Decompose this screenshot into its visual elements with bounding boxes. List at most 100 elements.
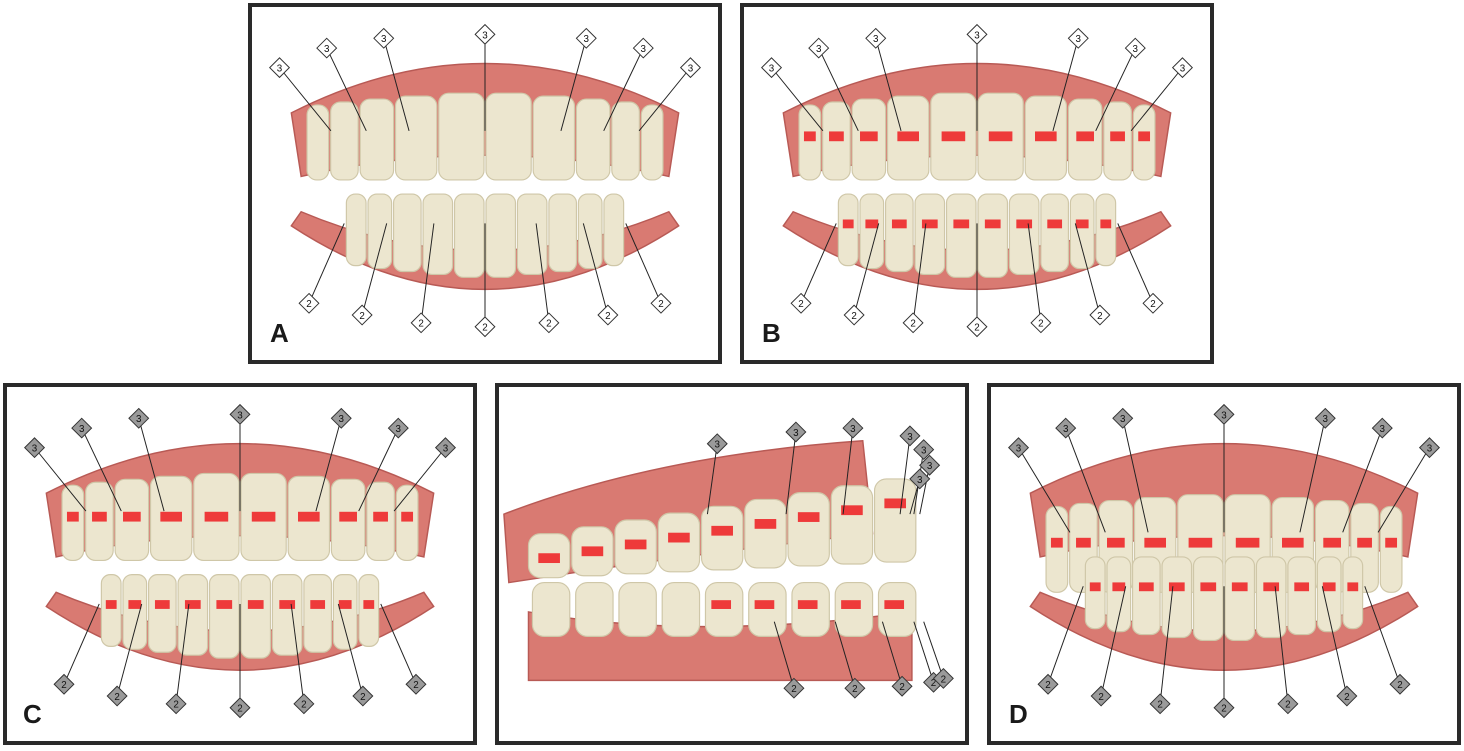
marker-diamond (932, 667, 954, 689)
upper-marker: 3 (1213, 403, 1235, 533)
marker-leader-line (175, 603, 190, 704)
lower-tooth (1008, 193, 1040, 275)
lower-tooth (1084, 556, 1106, 630)
marker-leader-line (1065, 427, 1106, 533)
marker-number: 3 (688, 64, 694, 75)
marker-number: 3 (381, 34, 387, 45)
lower-tooth (516, 193, 548, 275)
marker-diamond (865, 27, 887, 49)
lower-attachment (128, 600, 142, 609)
lower-tooth (575, 581, 614, 637)
upper-marker: 3 (229, 403, 251, 512)
lower-attachment (921, 219, 938, 229)
upper-attachment (251, 511, 276, 522)
marker-diamond (538, 312, 560, 334)
marker-leader-line (706, 443, 718, 515)
lower-attachment (363, 600, 375, 609)
marker-number: 3 (339, 414, 345, 425)
marker-leader-line (625, 223, 662, 304)
marker-diamond (1067, 27, 1089, 49)
marker-diamond (128, 407, 150, 429)
lower-attachment (953, 219, 970, 229)
marker-leader-line (1074, 223, 1101, 316)
marker-diamond (1389, 673, 1411, 695)
marker-diamond (1090, 685, 1112, 707)
upper-tooth (395, 484, 419, 562)
lower-tooth (271, 574, 303, 656)
lower-tooth (100, 574, 122, 647)
marker-diamond (1336, 685, 1358, 707)
lower-attachment (279, 600, 296, 609)
upper-attachment (401, 511, 414, 522)
marker-number: 2 (931, 678, 936, 689)
marker-number: 2 (1150, 299, 1155, 310)
marker-diamond (1171, 57, 1193, 79)
marker-leader-line (393, 447, 446, 512)
marker-number: 2 (359, 311, 364, 322)
lower-tooth (859, 193, 885, 270)
marker-number: 2 (910, 319, 915, 330)
lower-attachment (797, 600, 818, 609)
marker-number: 2 (482, 323, 487, 334)
marker-number: 2 (899, 682, 904, 693)
upper-tooth (1045, 505, 1069, 593)
marker-number: 2 (546, 319, 551, 330)
upper-marker: 3 (638, 57, 701, 132)
marker-leader-line (308, 223, 345, 304)
marker-leader-line (1342, 427, 1383, 533)
lower-marker: 2 (165, 603, 190, 715)
lower-marker: 2 (881, 621, 913, 697)
upper-attachment (860, 131, 878, 142)
upper-marker: 3 (24, 437, 87, 512)
upper-attachment (204, 511, 229, 522)
marker-leader-line (800, 223, 837, 304)
marker-leader-line (420, 223, 435, 323)
upper-marker: 3 (1112, 407, 1149, 533)
marker-number: 3 (1076, 34, 1082, 45)
lower-tooth (1224, 556, 1256, 641)
marker-diamond (843, 304, 865, 326)
marker-diamond (679, 57, 701, 79)
lower-tooth (453, 193, 485, 278)
upper-attachment (1235, 537, 1260, 548)
lower-marker: 2 (53, 603, 100, 695)
marker-leader-line (899, 435, 911, 515)
marker-number: 3 (277, 64, 283, 75)
marker-leader-line (383, 38, 410, 131)
marker-leader-line (603, 47, 644, 132)
upper-marker: 3 (128, 407, 165, 512)
upper-attachment (1282, 537, 1304, 548)
lower-attachment (884, 600, 905, 609)
marker-diamond (899, 425, 921, 447)
upper-tooth (873, 478, 917, 563)
upper-attachment (538, 553, 560, 564)
marker-leader-line (337, 603, 364, 697)
marker-number: 3 (1063, 424, 1069, 435)
upper-attachment (988, 131, 1013, 142)
lower-attachment (1089, 582, 1101, 592)
marker-diamond (761, 57, 783, 79)
marker-leader-line (116, 603, 143, 697)
marker-diamond (316, 37, 338, 59)
lower-marker: 2 (351, 223, 388, 326)
marker-number: 2 (306, 299, 311, 310)
lower-tooth (1192, 556, 1224, 641)
lower-tooth (1069, 193, 1095, 270)
upper-marker: 3 (785, 421, 807, 515)
upper-tooth (330, 101, 359, 181)
lower-attachment (247, 600, 264, 609)
lower-tooth (332, 574, 358, 650)
marker-number: 3 (1323, 414, 1329, 425)
lower-tooth (1161, 556, 1193, 639)
upper-marker: 3 (358, 417, 409, 512)
marker-diamond (706, 433, 728, 455)
marker-diamond (1314, 407, 1336, 429)
lower-marker: 2 (966, 223, 988, 338)
upper-marker: 3 (761, 57, 824, 132)
upper-marker: 3 (560, 27, 597, 131)
marker-diamond (165, 693, 187, 715)
lower-attachment (984, 219, 1001, 229)
marker-leader-line (1364, 586, 1401, 685)
marker-number: 3 (32, 444, 38, 455)
